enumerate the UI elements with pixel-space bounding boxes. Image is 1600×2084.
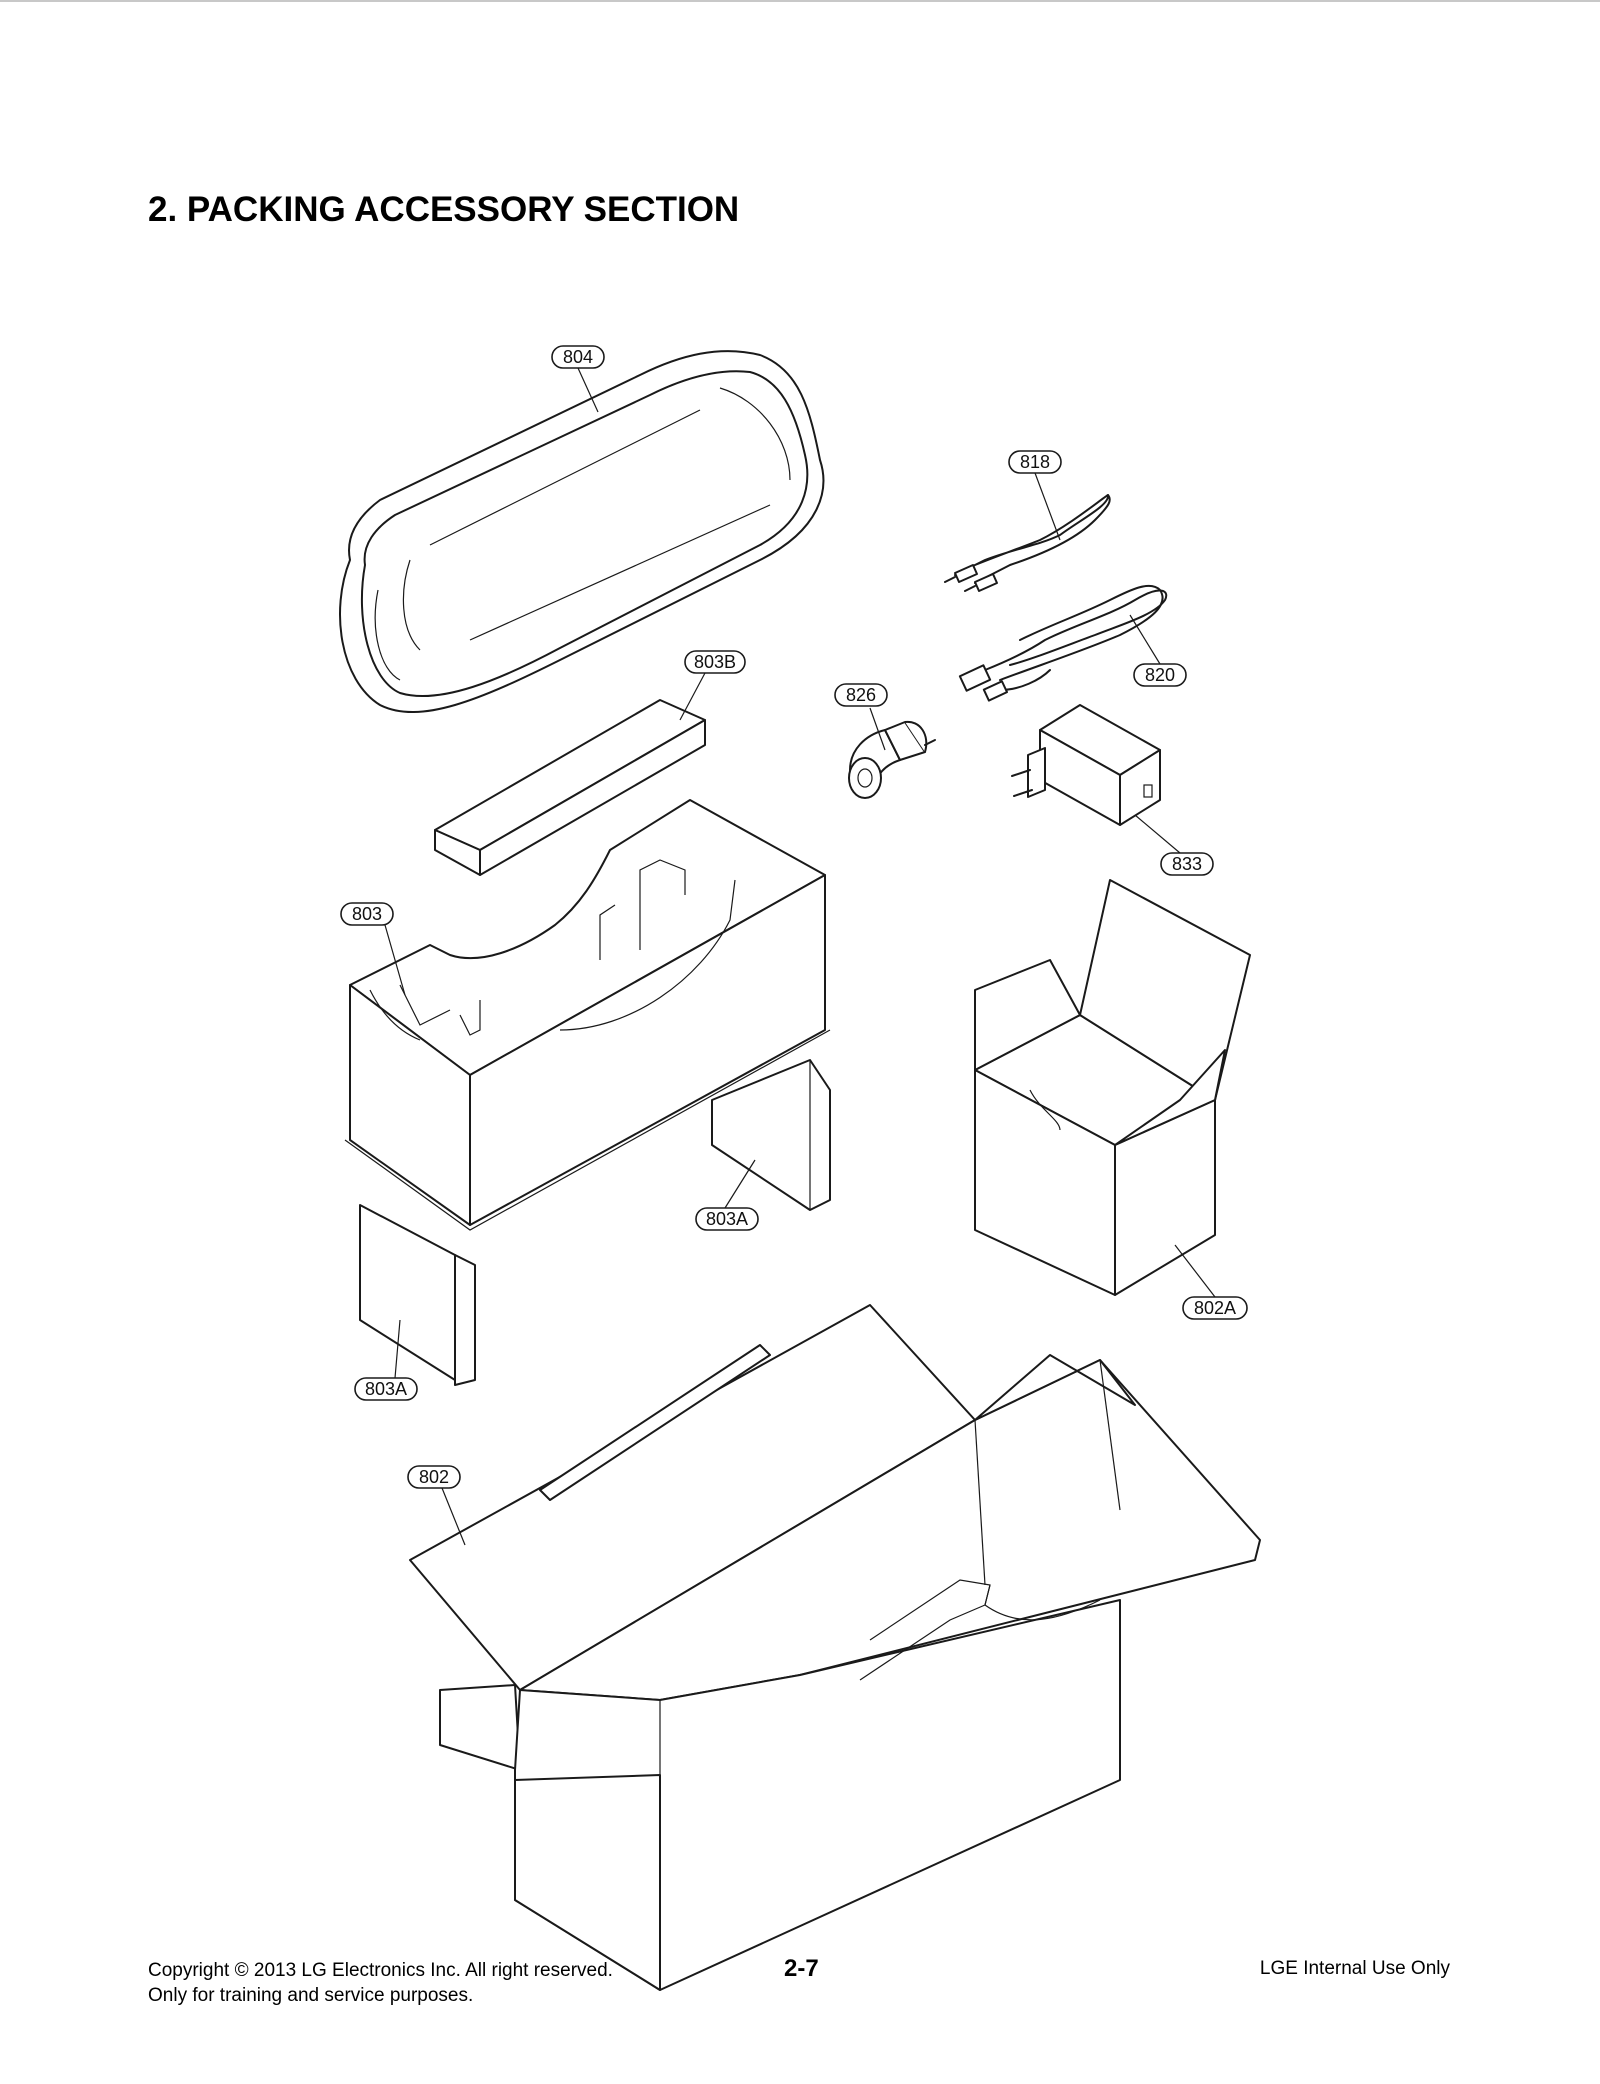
callout-833: 833 <box>1160 852 1214 876</box>
svg-text:803A: 803A <box>706 1209 748 1229</box>
callout-826: 826 <box>834 683 888 707</box>
top-rule <box>0 0 1600 2</box>
callout-804: 804 <box>551 345 605 369</box>
part-818-audio-cable <box>944 494 1111 592</box>
svg-text:833: 833 <box>1172 854 1202 874</box>
part-833-adaptor <box>1011 704 1161 826</box>
svg-text:803B: 803B <box>694 652 736 672</box>
svg-text:802: 802 <box>419 1467 449 1487</box>
svg-text:803: 803 <box>352 904 382 924</box>
callout-803: 803 <box>340 902 394 926</box>
callout-818: 818 <box>1008 450 1062 474</box>
page-title: 2. PACKING ACCESSORY SECTION <box>148 190 740 229</box>
part-803b-block <box>434 699 706 876</box>
copyright-line-2: Only for training and service purposes. <box>148 1985 474 2006</box>
page-number: 2-7 <box>784 1955 819 1982</box>
part-820-usb-cable <box>958 584 1168 702</box>
callout-802: 802 <box>407 1465 461 1489</box>
svg-text:826: 826 <box>846 685 876 705</box>
part-802a-small-box <box>974 879 1251 1296</box>
part-803a-left-pad <box>359 1204 476 1386</box>
svg-text:802A: 802A <box>1194 1298 1236 1318</box>
callout-803a-right: 803A <box>695 1207 759 1231</box>
callout-803a-left: 803A <box>354 1377 418 1401</box>
leader-lines <box>384 367 1216 1546</box>
svg-text:820: 820 <box>1145 665 1175 685</box>
footer-copyright: Copyright © 2013 LG Electronics Inc. All… <box>148 1958 613 2008</box>
callout-803b: 803B <box>684 650 746 674</box>
part-826-ferrite-core <box>848 720 936 799</box>
callout-820: 820 <box>1133 663 1187 687</box>
part-803a-right-pad <box>711 1059 831 1211</box>
copyright-line-1: Copyright © 2013 LG Electronics Inc. All… <box>148 1960 613 1981</box>
callout-802a: 802A <box>1182 1296 1248 1320</box>
svg-text:804: 804 <box>563 347 593 367</box>
part-802-carton <box>409 1304 1261 1991</box>
part-804-bag <box>339 350 825 713</box>
footer-internal-use: LGE Internal Use Only <box>1259 1958 1450 1979</box>
part-803-cushion <box>344 799 831 1231</box>
svg-text:818: 818 <box>1020 452 1050 472</box>
svg-text:803A: 803A <box>365 1379 407 1399</box>
